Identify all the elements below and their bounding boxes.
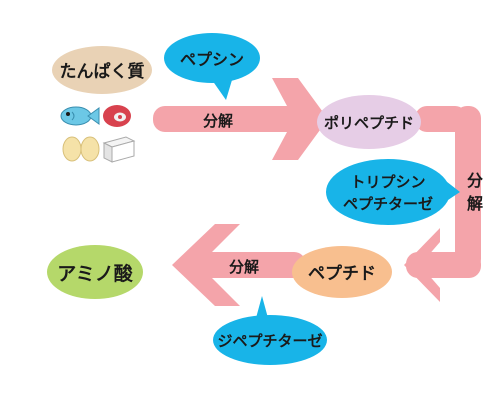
arrow-top — [153, 78, 328, 160]
arrow-bottom-label: 分解 — [229, 258, 259, 276]
arrow-right-label-top: 分 — [467, 171, 483, 190]
fish-icon — [60, 106, 100, 126]
enzyme-pepsin-bubble: ペプシン — [164, 33, 260, 100]
enzyme-trypsin-label-line2: ペプチターゼ — [343, 195, 433, 213]
arrow-bottom — [172, 224, 306, 306]
arrow-right — [404, 106, 481, 302]
enzyme-dipeptidase-bubble: ジペプチターゼ — [213, 296, 327, 365]
enzyme-dipeptidase-label: ジペプチターゼ — [217, 332, 322, 350]
node-protein-label: たんぱく質 — [60, 61, 145, 82]
enzyme-pepsin-label: ペプシン — [180, 50, 244, 69]
tofu-icon — [102, 136, 136, 163]
enzyme-trypsin-label-line1: トリプシン — [350, 173, 425, 191]
eggs-icon — [62, 136, 100, 162]
node-protein: たんぱく質 — [52, 46, 152, 94]
node-amino-acid-label: アミノ酸 — [57, 262, 134, 285]
node-amino-acid: アミノ酸 — [47, 245, 143, 299]
enzyme-trypsin-bubble: トリプシン ペプチターゼ — [326, 159, 460, 225]
node-polypeptide-label: ポリペプチド — [324, 114, 414, 132]
meat-icon — [103, 105, 131, 127]
arrow-top-label: 分解 — [203, 112, 233, 130]
arrow-right-label-bottom: 解 — [467, 194, 483, 213]
node-polypeptide: ポリペプチド — [317, 95, 421, 149]
node-peptide-label: ペプチド — [308, 263, 376, 284]
node-peptide: ペプチド — [292, 246, 392, 298]
